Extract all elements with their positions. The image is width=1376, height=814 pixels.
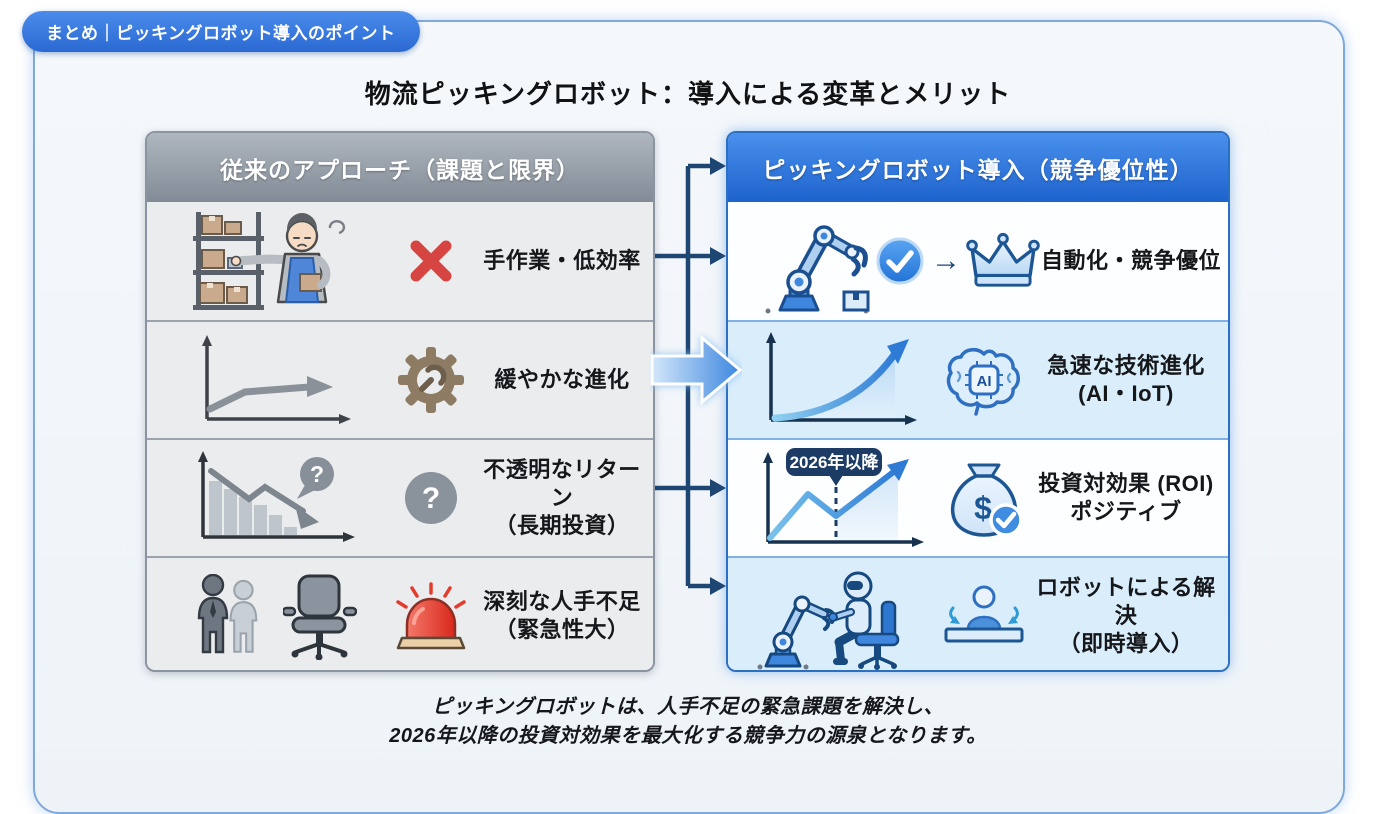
- robot-arm-icon: [765, 225, 870, 314]
- right-panel-header: ピッキングロボット導入（競争優位性）: [728, 133, 1228, 202]
- right-row-robot-solution: ロボットによる解決 （即時導入）: [728, 556, 1228, 670]
- left-row3-label: 不透明なリターン （長期投資）: [483, 456, 641, 539]
- svg-text:?: ?: [310, 461, 324, 487]
- right-row1-label: 自動化・競争優位: [1040, 247, 1221, 273]
- transformation-big-arrow-icon: [650, 334, 742, 406]
- question-circle-icon: ?: [385, 471, 477, 525]
- roi-recovery-chart-icon: 2026年以降: [763, 448, 924, 547]
- conclusion-text: ピッキングロボットは、人手不足の緊急課題を解決し、 2026年以降の投資対効果を…: [0, 693, 1376, 751]
- right-row4-label: ロボットによる解決 （即時導入）: [1036, 574, 1216, 657]
- left-row-labor-shortage: 深刻な人手不足 （緊急性大）: [147, 556, 653, 670]
- gear-wrench-icon: [385, 345, 477, 415]
- growth-curve-chart-icon: [766, 332, 917, 425]
- empty-chair-icon: [283, 574, 357, 660]
- ai-brain-icon: AI: [938, 344, 1030, 416]
- right-row-tech-evolution: AI 急速な技術進化 (AI・IoT): [728, 320, 1228, 438]
- red-siren-icon: [385, 580, 477, 652]
- summary-badge: まとめ｜ピッキングロボット導入のポイント: [22, 11, 420, 52]
- growth-curve-illustration: [742, 330, 938, 430]
- left-row-slow-evolution: 緩やかな進化: [147, 320, 653, 438]
- right-row2-label: 急速な技術進化 (AI・IoT): [1047, 352, 1205, 406]
- roi-annotation: 2026年以降: [790, 452, 880, 472]
- check-circle-icon: [876, 237, 924, 285]
- left-row4-label: 深刻な人手不足 （緊急性大）: [483, 588, 641, 642]
- left-row2-label: 緩やかな進化: [494, 366, 630, 392]
- slow-growth-chart-icon: [202, 335, 351, 424]
- summary-badge-label: まとめ｜ピッキングロボット導入のポイント: [46, 24, 396, 43]
- conclusion-line1: ピッキングロボットは、人手不足の緊急課題を解決し、: [432, 696, 944, 718]
- right-row-roi: 2026年以降 $ 投資対効果 (ROI) ポジティブ: [728, 438, 1228, 556]
- person-desk-replace-icon: [938, 583, 1030, 649]
- workers-chair-illustration: [165, 572, 385, 660]
- workers-icon: [197, 574, 258, 654]
- left-panel-header: 従来のアプローチ（課題と限界）: [147, 133, 653, 202]
- left-row1-label: 手作業・低効率: [483, 247, 641, 273]
- page-title: 物流ピッキングロボット：導入による変革とメリット: [364, 79, 1012, 109]
- warehouse-worker-illustration: [165, 208, 385, 314]
- traditional-approach-panel: 従来のアプローチ（課題と限界）: [145, 131, 655, 672]
- robot-working-at-desk-icon: [757, 571, 900, 670]
- crown-icon: [966, 232, 1040, 287]
- svg-text:?: ?: [422, 482, 440, 515]
- right-row3-label: 投資対効果 (ROI) ポジティブ: [1038, 470, 1214, 524]
- roi-chart-illustration: 2026年以降: [742, 442, 938, 554]
- robot-advantage-panel: ピッキングロボット導入（競争優位性） →: [726, 131, 1230, 672]
- svg-text:$: $: [974, 490, 992, 526]
- left-row-manual-work: 手作業・低効率: [147, 202, 653, 320]
- warehouse-worker-picking-icon: [193, 212, 346, 310]
- right-row-automation: → 自動化・競争優位: [728, 202, 1228, 320]
- conclusion-line2: 2026年以降の投資対効果を最大化する競争力の源泉となります。: [389, 725, 987, 747]
- robot-at-desk-illustration: [742, 562, 938, 670]
- left-row-unclear-return: ? ? 不透明なリターン （長期投資）: [147, 438, 653, 556]
- slow-growth-chart-illustration: [165, 331, 385, 429]
- flow-connectors: [650, 157, 742, 595]
- arrow-right-glyph: →: [931, 244, 961, 277]
- connector-arrowheads: [710, 157, 726, 595]
- svg-text:AI: AI: [977, 373, 992, 390]
- declining-bar-chart-illustration: ?: [165, 447, 385, 549]
- declining-bar-chart-icon: ?: [198, 451, 355, 542]
- money-bag-check-icon: $: [938, 456, 1030, 540]
- red-x-icon: [385, 237, 477, 285]
